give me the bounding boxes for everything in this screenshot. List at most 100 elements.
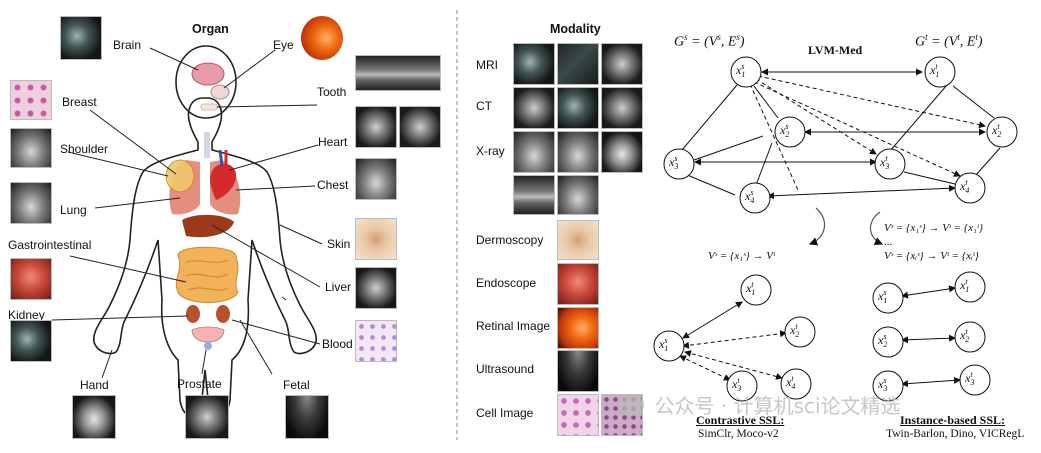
organ-panel: Organ [0, 0, 455, 453]
instance-ssl-title: Instance-based SSL: [900, 413, 1006, 427]
thumb-mri-3 [601, 43, 643, 85]
graph-diagram [653, 56, 1018, 402]
panel-divider [456, 10, 458, 440]
kidney-right-shape [216, 305, 230, 323]
node-x2t-contrastive [784, 316, 816, 348]
label-chest: Chest [317, 178, 349, 192]
label-kidney: Kidney [8, 308, 45, 322]
contrastive-ssl-methods: SimClr, Moco-v2 [698, 428, 779, 440]
thumb-xray-3 [601, 131, 643, 173]
thumb-xray-5 [557, 175, 599, 215]
label-blood: Blood [322, 337, 353, 351]
node-x2t-instance [954, 321, 986, 353]
graph-target-title: Gt = (Vt, Et) [915, 32, 983, 50]
node-x2s-top [774, 116, 806, 148]
label-tooth: Tooth [317, 85, 347, 99]
graph-source-title: Gs = (Vs, Es) [674, 32, 745, 50]
kidney-left-shape [186, 305, 200, 323]
thumb-liver-ct [355, 267, 397, 309]
node-x1t-contrastive [740, 274, 772, 306]
node-x1s-contrastive [653, 330, 685, 362]
watermark-text: 公众号 · 计算机sci论文精选 [654, 394, 901, 418]
thumb-xray-4 [513, 175, 555, 215]
label-skin: Skin [327, 237, 351, 251]
organ-panel-title: Organ [192, 22, 229, 36]
label-endoscope: Endoscope [476, 276, 537, 290]
modality-panel-title: Modality [550, 22, 601, 36]
instance-formula-dots: ... [884, 236, 893, 248]
thumb-xray-1 [513, 131, 555, 173]
thumb-heart-ct-2 [399, 106, 441, 148]
node-x1t-top [924, 56, 956, 88]
heart-shape [210, 163, 237, 200]
thumb-cell-image-1 [557, 394, 599, 436]
liver-shape [182, 214, 234, 238]
thumb-prostate-mri [185, 395, 229, 439]
label-ct: CT [476, 99, 492, 113]
breast-shape [165, 159, 195, 193]
contrastive-formula: Vˢ = {x₁ˢ} → Vᵗ [708, 250, 775, 262]
label-retinal-image: Retinal Image [476, 319, 551, 333]
label-eye: Eye [273, 38, 294, 52]
thumb-lung-xray [10, 182, 52, 224]
thumb-eye-retina [301, 16, 343, 60]
thumb-retinal-image [557, 307, 599, 349]
thumb-ct-2 [557, 87, 599, 129]
node-x3s-instance [872, 370, 904, 402]
label-liver: Liver [325, 280, 352, 294]
node-x1t-instance [954, 271, 986, 303]
label-breast: Breast [62, 95, 97, 109]
thumb-chest-xray [355, 158, 397, 200]
thumb-brain-mri [60, 16, 102, 60]
instance-ssl-methods: Twin-Barlon, Dino, VICRegL [886, 428, 1025, 440]
prostate-shape [204, 342, 212, 350]
label-dermoscopy: Dermoscopy [476, 233, 544, 247]
thumb-xray-2 [557, 131, 599, 173]
thumb-blood-cells [355, 320, 397, 362]
head-outline [175, 45, 237, 119]
node-x1s-instance [872, 282, 904, 314]
contrastive-ssl-title: Contrastive SSL: [696, 413, 785, 427]
thumb-gi-endoscopy [10, 258, 52, 300]
label-brain: Brain [113, 38, 142, 52]
thumb-ultrasound [557, 350, 599, 392]
node-x4t-contrastive [780, 368, 812, 400]
trachea-shape [204, 132, 210, 158]
label-shoulder: Shoulder [60, 142, 109, 156]
label-hand: Hand [80, 378, 109, 392]
node-x3t-contrastive [726, 370, 758, 402]
thumb-kidney-ct [10, 320, 52, 362]
bladder-shape [191, 326, 225, 343]
node-x4s-top [739, 182, 771, 214]
thumb-dermoscopy [557, 220, 599, 260]
label-fetal: Fetal [283, 378, 310, 392]
thumb-skin-dermoscopy [355, 218, 397, 260]
modality-panel: Modality MRI CT X-ray Dermoscopy Endosco… [460, 0, 650, 453]
brain-shape [191, 62, 225, 86]
thumb-ct-1 [513, 87, 555, 129]
thumb-hand-xray [72, 395, 116, 439]
thumb-mri-2 [557, 43, 599, 85]
thumb-mri-1 [513, 43, 555, 85]
label-ultrasound: Ultrasound [476, 362, 535, 376]
label-gastrointestinal: Gastrointestinal [8, 238, 92, 252]
human-body-diagram [51, 45, 323, 420]
teeth-shape [200, 103, 218, 111]
